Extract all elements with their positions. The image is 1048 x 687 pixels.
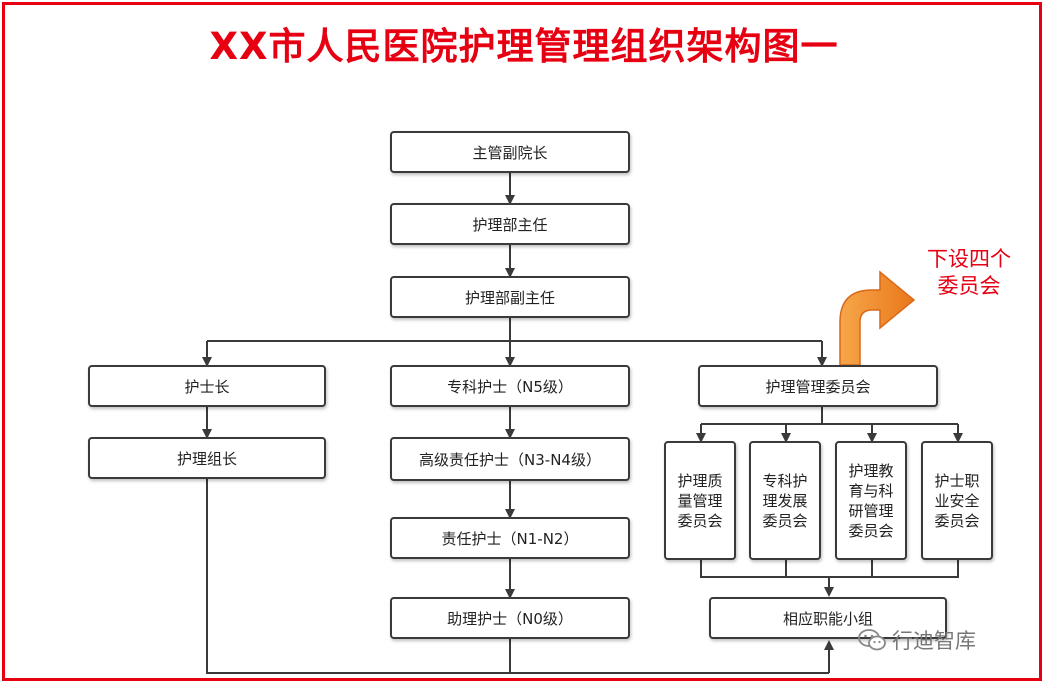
node-nursing-committee: 护理管理委员会 (698, 365, 938, 407)
watermark: 行迪智库 (858, 625, 976, 655)
node-occupational-safety-committee: 护士职业安全委员会 (921, 441, 993, 560)
connector-sub-merge-bar (700, 560, 959, 578)
node-assistant-nurse: 助理护士（N0级） (390, 597, 630, 639)
node-nursing-deputy-director: 护理部副主任 (390, 276, 630, 318)
node-nursing-team-leader: 护理组长 (88, 437, 326, 479)
annotation-line-2: 委员会 (937, 274, 1001, 298)
node-vice-president: 主管副院长 (390, 131, 630, 173)
node-specialist-nurse: 专科护士（N5级） (390, 365, 630, 407)
node-nursing-director: 护理部主任 (390, 203, 630, 245)
node-quality-committee: 护理质量管理委员会 (664, 441, 736, 560)
node-head-nurse: 护士长 (88, 365, 326, 407)
watermark-text: 行迪智库 (892, 629, 976, 653)
diagram-title: XX市人民医院护理管理组织架构图一 (209, 25, 839, 68)
node-senior-primary-nurse: 高级责任护士（N3-N4级） (390, 437, 630, 481)
node-working-groups: 相应职能小组 (709, 597, 947, 639)
wechat-icon (858, 629, 886, 651)
node-education-research-committee: 护理教育与科研管理委员会 (835, 441, 907, 560)
node-primary-nurse: 责任护士（N1-N2） (390, 517, 630, 559)
node-specialty-development-committee: 专科护理发展委员会 (749, 441, 821, 560)
annotation-line-1: 下设四个 (927, 247, 1011, 271)
connector-leader-bottom (206, 478, 829, 674)
orange-curved-arrow (839, 270, 916, 366)
annotation-note: 下设四个 委员会 (905, 246, 1033, 300)
